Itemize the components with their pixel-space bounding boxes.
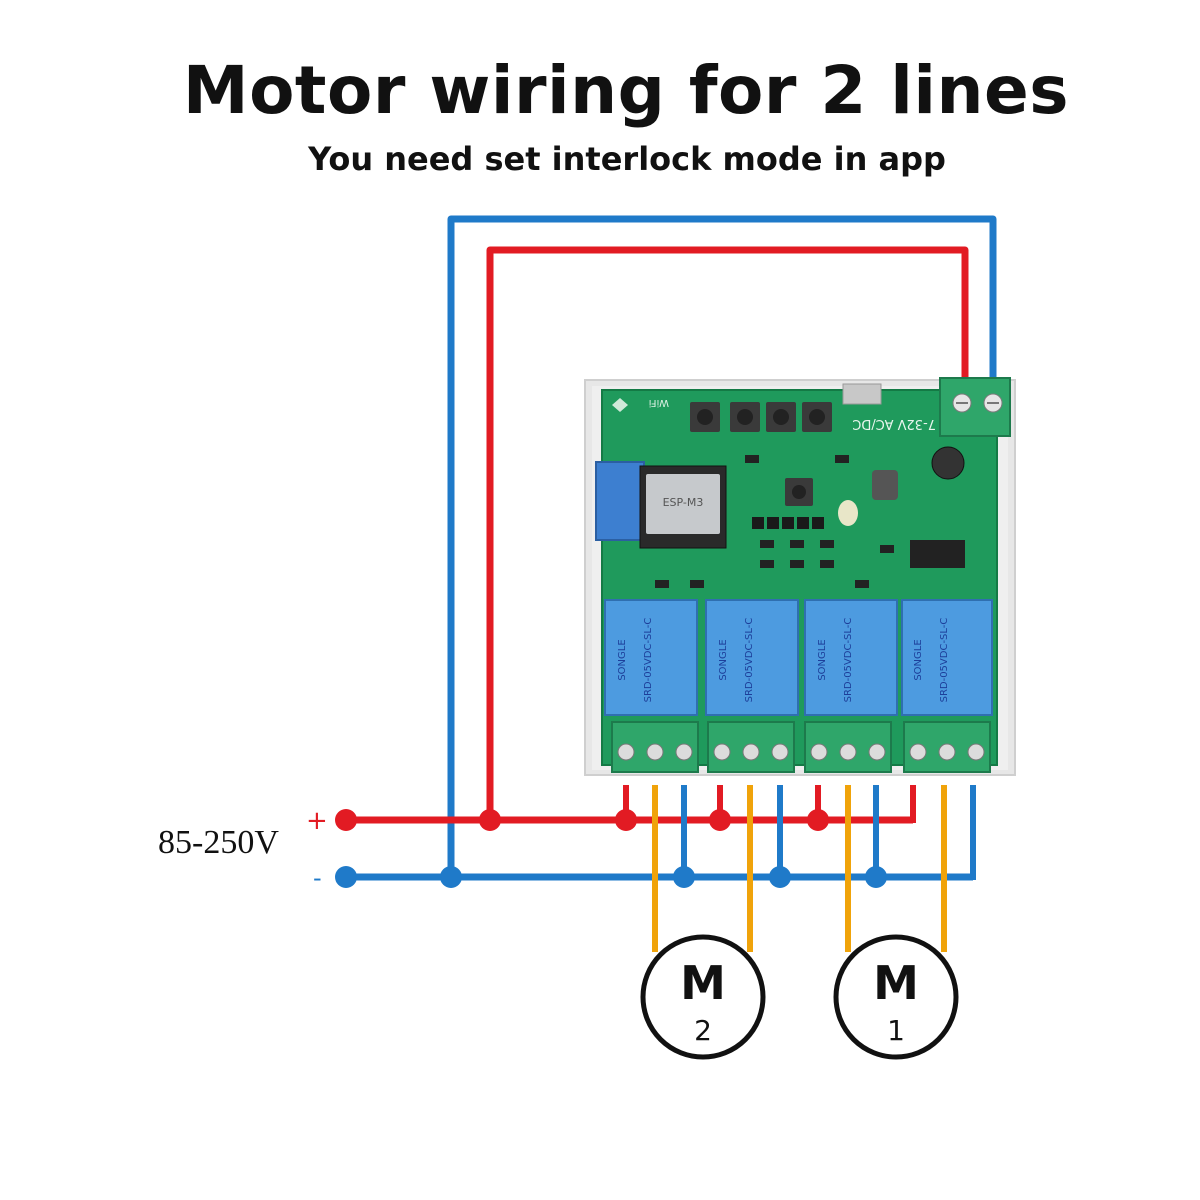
power-terminal: [939, 377, 1011, 437]
relay-3: SRD-05VDC-SL-C SONGLE: [804, 599, 898, 716]
top-wire-loops: [447, 215, 997, 876]
motor-1-letter: M: [873, 956, 919, 1010]
smd-parts: [655, 455, 894, 588]
diagram-subtitle: You need set interlock mode in app: [308, 140, 946, 178]
motor-2-number: 2: [694, 1014, 712, 1047]
relay-1: SRD-05VDC-SL-C SONGLE: [604, 599, 698, 716]
relay-4: SRD-05VDC-SL-C SONGLE: [901, 599, 993, 716]
module-silk: ESP-M3: [663, 496, 704, 509]
relay-2-brand: SONGLE: [718, 639, 729, 680]
relay-3-model: SRD-05VDC-SL-C: [843, 618, 854, 703]
relay-2: SRD-05VDC-SL-C SONGLE: [705, 599, 799, 716]
usb-port: [842, 383, 882, 405]
neutral-loop-wire: [447, 215, 997, 876]
motor-2: M 2: [640, 934, 766, 1060]
wifi-diamond-icon: [612, 398, 628, 412]
motor-1-number: 1: [887, 1014, 905, 1047]
rf-module: [910, 540, 965, 568]
relay-board: WiFi 7-32V AC/DC: [584, 377, 1016, 776]
relay-3-brand: SONGLE: [817, 639, 828, 680]
live-loop-wire: [486, 246, 969, 820]
relay-4-model: SRD-05VDC-SL-C: [939, 618, 950, 703]
relays: SRD-05VDC-SL-C SONGLE SRD-05VDC-SL-C SON…: [604, 599, 993, 716]
tactile-buttons: [690, 402, 832, 506]
minus-sign: -: [313, 864, 322, 892]
inductor: [872, 470, 898, 500]
led: [838, 500, 858, 526]
relay-2-model: SRD-05VDC-SL-C: [744, 618, 755, 703]
motor-wires: [652, 785, 947, 952]
motor-1: M 1: [833, 934, 959, 1060]
wifi-silk: WiFi: [649, 397, 669, 408]
diagram-title: Motor wiring for 2 lines: [182, 52, 1070, 129]
relay-1-brand: SONGLE: [617, 639, 628, 680]
plus-sign: +: [306, 806, 328, 836]
pin-header: [752, 517, 824, 529]
relay-4-brand: SONGLE: [913, 639, 924, 680]
supply-bus: [335, 785, 976, 952]
voltage-label: 85-250V: [158, 824, 279, 861]
motor-2-letter: M: [680, 956, 726, 1010]
wifi-module: ESP-M3: [595, 461, 727, 549]
power-silk: 7-32V AC/DC: [852, 416, 936, 431]
capacitor: [931, 446, 965, 480]
relay-1-model: SRD-05VDC-SL-C: [643, 618, 654, 703]
junction-dots: [335, 809, 887, 888]
output-terminals: [611, 721, 991, 773]
